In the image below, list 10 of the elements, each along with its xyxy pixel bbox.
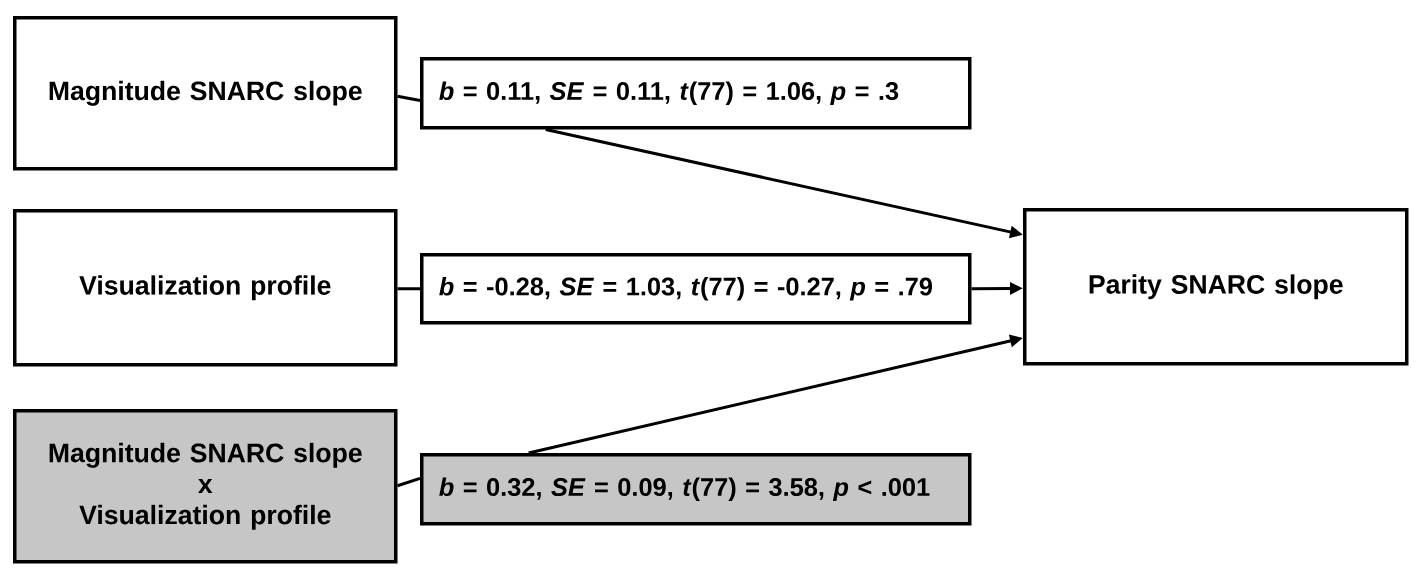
- coefficient-box: b = -0.28, SE = 1.03, t(77) = -0.27, p = .79: [420, 253, 972, 325]
- variable-box: Parity SNARC slope: [1023, 208, 1409, 366]
- variable-box: Visualization profile: [13, 209, 398, 367]
- connector-line: [397, 94, 421, 102]
- connector-line: [397, 287, 420, 291]
- connector-line: [397, 476, 421, 488]
- variable-box: Magnitude SNARC slope: [13, 16, 398, 171]
- coefficient-box: b = 0.11, SE = 0.11, t(77) = 1.06, p = .3: [420, 57, 972, 130]
- coefficient-box: b = 0.32, SE = 0.09, t(77) = 3.58, p < .001: [420, 453, 972, 526]
- variable-box: Magnitude SNARC slope x Visualization profile: [13, 409, 398, 564]
